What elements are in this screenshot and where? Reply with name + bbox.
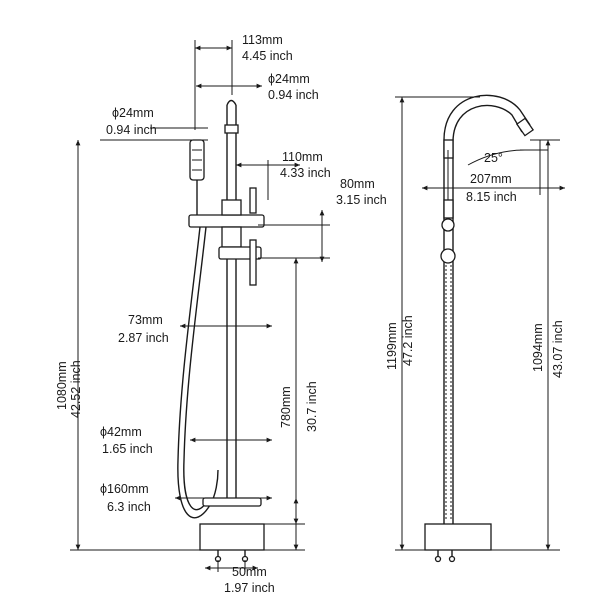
label-24mm-hand-inch: 0.94 inch [106,123,157,137]
label-50-inch: 1.97 inch [224,581,275,595]
label-73-inch: 2.87 inch [118,331,169,345]
label-110mm: 110mm [282,150,323,164]
label-780-inch: 30.7 inch [305,381,319,432]
label-80-inch: 3.15 inch [336,193,387,207]
side-view [424,94,535,563]
label-113-inch: 4.45 inch [242,49,293,63]
label-1199mm: 1199mm [385,322,399,370]
label-160-inch: 6.3 inch [107,500,151,514]
front-dimension-lines [70,40,330,572]
label-50mm: 50mm [232,565,267,579]
label-25deg: 25° [484,151,503,165]
label-780mm: 780mm [279,386,293,428]
label-42-inch: 1.65 inch [102,442,153,456]
label-207-inch: 8.15 inch [466,190,517,204]
label-42mm: ϕ42mm [100,425,142,439]
label-24mm-top-inch: 0.94 inch [268,88,319,102]
label-1080mm: 1080mm [55,361,69,410]
label-73mm: 73mm [128,313,163,327]
label-1094-inch: 43.07 inch [551,320,565,378]
label-80mm: 80mm [340,177,375,191]
label-110-inch: 4.33 inch [280,166,331,180]
label-1094mm: 1094mm [531,323,545,372]
label-113mm: 113mm [242,33,283,47]
side-dimension-lines [395,96,565,551]
label-207mm: 207mm [470,172,512,186]
label-1080-inch: 42.52 inch [69,360,83,418]
labels: 113mm 4.45 inch ϕ24mm 0.94 inch ϕ24mm 0.… [55,33,565,595]
label-160mm: ϕ160mm [100,482,149,496]
label-24mm-top: ϕ24mm [268,72,310,86]
label-1199-inch: 47.2 inch [401,315,415,366]
label-24mm-hand: ϕ24mm [112,106,154,120]
front-view [177,99,265,563]
